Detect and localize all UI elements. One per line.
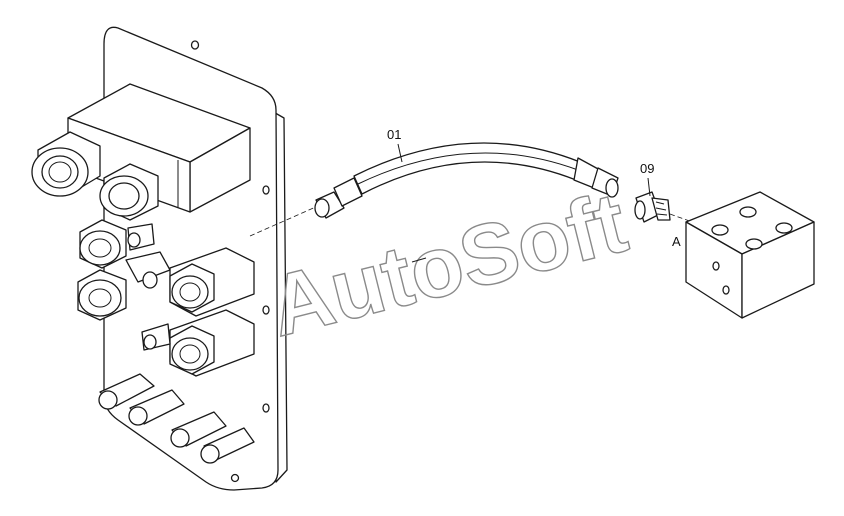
mounting-hole-middle: [262, 305, 270, 315]
fitting-center-lower-icon: [141, 309, 255, 377]
fitting-lower-left-icon: [77, 251, 171, 321]
leader-plate-hose: [249, 205, 319, 237]
large-gland-left-icon: [31, 131, 101, 197]
fitting-mid-left-icon: [79, 219, 155, 269]
mounting-plate-assembly: [31, 26, 288, 491]
callout-line-09: [647, 177, 651, 197]
mounting-hole-top: [190, 40, 200, 50]
stub-fittings-icon: [98, 373, 255, 464]
mounting-hole-lower: [262, 403, 270, 413]
callout-label-01: 01: [387, 127, 401, 142]
callout-line-01: [397, 143, 403, 163]
hose-centre-tick: [411, 257, 427, 263]
manifold-block-icon: [685, 191, 815, 319]
hose-assembly-icon: [314, 142, 619, 219]
callout-label-09: 09: [640, 161, 654, 176]
mounting-hole-upper: [262, 185, 270, 195]
mounting-hole-bottom: [230, 473, 240, 483]
large-gland-right-icon: [99, 163, 159, 221]
straight-adapter-icon: [634, 191, 671, 223]
port-label-a: A: [672, 234, 681, 249]
fitting-center-upper-icon: [169, 247, 255, 317]
